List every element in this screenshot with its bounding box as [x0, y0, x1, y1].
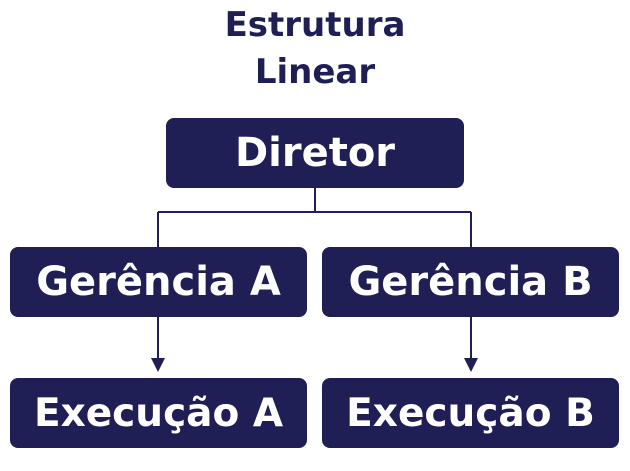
- arrowhead-execution-b: [464, 358, 478, 372]
- execution-b-box: Execução B: [322, 378, 619, 448]
- diagram-title-line-1: Estrutura: [224, 5, 406, 45]
- director-label: Diretor: [234, 130, 396, 176]
- manager-a-label: Gerência A: [36, 259, 281, 305]
- manager-a-box: Gerência A: [10, 247, 307, 317]
- execution-a-label: Execução A: [33, 390, 284, 436]
- execution-a-box: Execução A: [10, 378, 307, 448]
- manager-b-box: Gerência B: [322, 247, 619, 317]
- diagram-title-line-2: Linear: [254, 52, 376, 92]
- arrowhead-execution-a: [151, 358, 165, 372]
- execution-b-label: Execução B: [346, 390, 595, 436]
- director-box: Diretor: [166, 118, 464, 188]
- manager-b-label: Gerência B: [348, 259, 593, 305]
